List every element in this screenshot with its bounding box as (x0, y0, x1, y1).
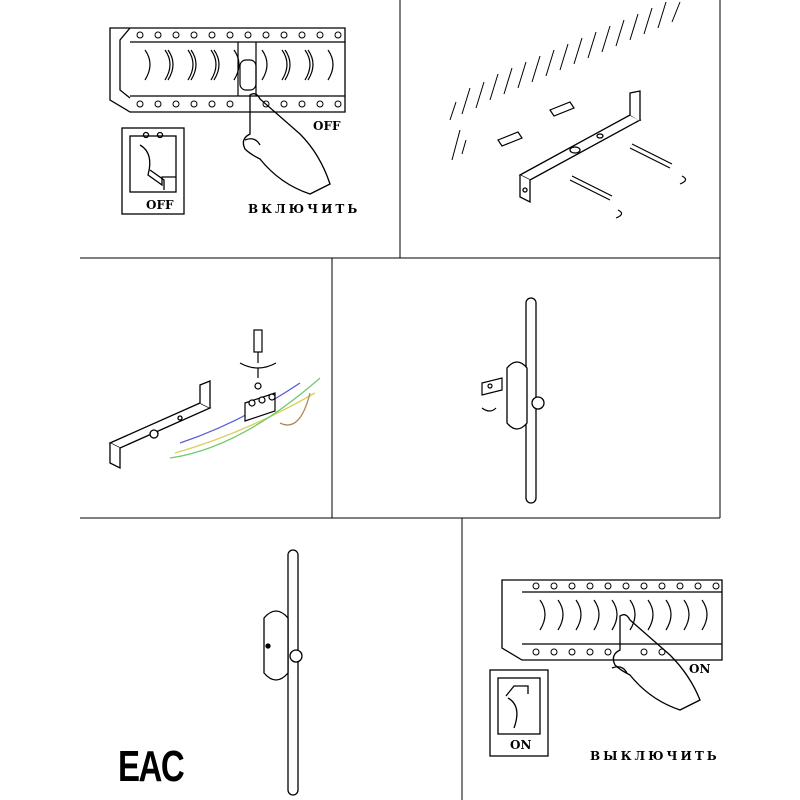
panel-state-label: OFF (313, 119, 341, 133)
step-1-panel: OFF OFF ВКЛЮЧИТЬ (0, 0, 400, 258)
step-caption: ВЫКЛЮЧИТЬ (590, 749, 720, 763)
screw-icon (569, 143, 687, 219)
terminal-block-icon (244, 392, 276, 422)
step-4-panel (332, 258, 720, 518)
wall-lamp-icon (263, 549, 303, 796)
step-2-panel (400, 0, 720, 258)
hand-icon (242, 93, 331, 195)
hand-icon (611, 614, 701, 711)
finished-lamp-illustration (263, 549, 303, 796)
lamp-attach-illustration (481, 297, 545, 504)
panel-state-label: ON (689, 662, 711, 676)
wall-hatching-icon (449, 1, 681, 161)
bracket-mounting-illustration (449, 1, 687, 219)
screwdriver-icon (239, 329, 277, 390)
bracket-icon (518, 90, 642, 204)
dowel-icon (497, 101, 575, 147)
switch-state-label: ON (510, 738, 532, 752)
wiring-illustration (108, 329, 321, 470)
step-3-panel (80, 258, 332, 518)
breaker-panel-illustration (489, 579, 723, 757)
step-5-panel: EAC (80, 518, 462, 800)
bracket-icon (108, 380, 212, 470)
breaker-panel-illustration (109, 27, 346, 215)
switch-on-icon (489, 669, 549, 757)
switch-off-icon (121, 127, 185, 215)
wall-lamp-icon (506, 297, 545, 504)
step-6-panel: ON ON ВЫКЛЮЧИТЬ (462, 518, 800, 800)
eac-mark: EAC (118, 742, 185, 791)
switch-state-label: OFF (146, 198, 174, 212)
bracket-icon (481, 377, 503, 412)
step-caption: ВКЛЮЧИТЬ (248, 202, 361, 216)
